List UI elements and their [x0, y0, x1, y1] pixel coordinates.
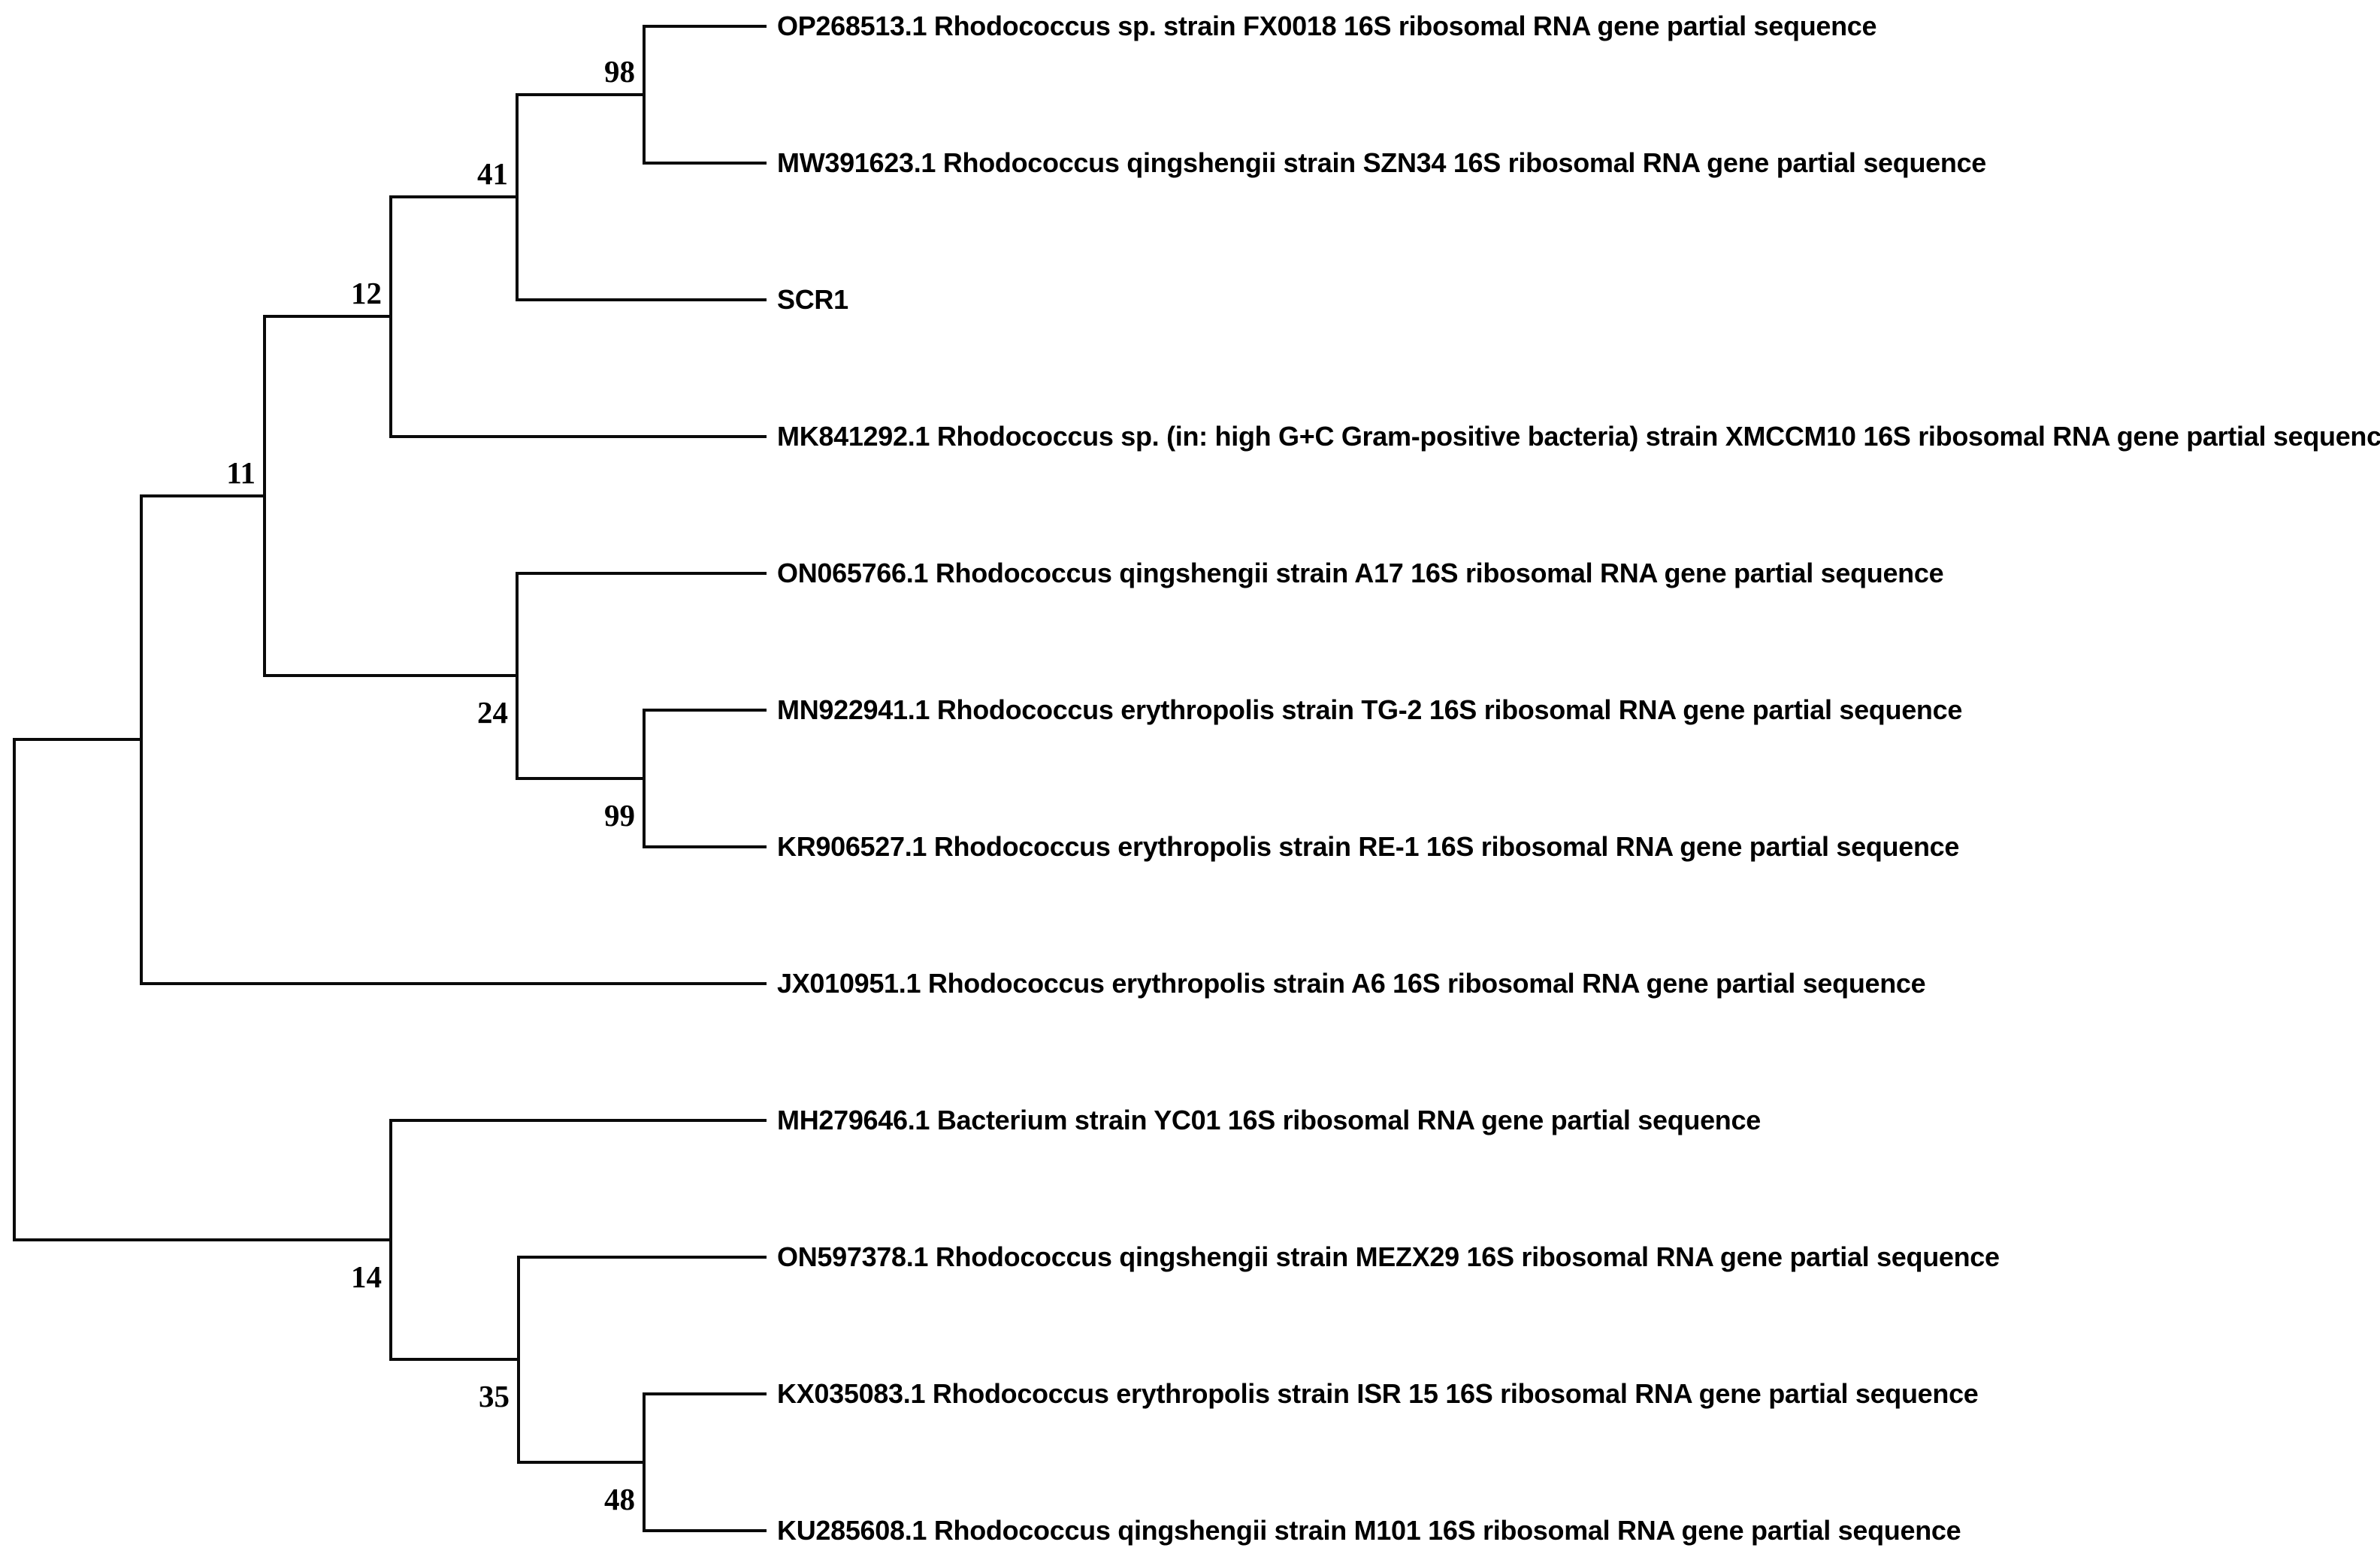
n35-vertical	[517, 1256, 520, 1464]
branch-line-n98-to-OP268513	[644, 25, 767, 28]
bootstrap-value-n12: 12	[351, 276, 382, 310]
taxon-label-KR906527: KR906527.1 Rhodococcus erythropolis stra…	[777, 831, 1960, 862]
branch-line-n12-to-n41	[391, 195, 517, 198]
branch-line-n11-to-n12	[265, 315, 391, 318]
taxon-label-MH279646: MH279646.1 Bacterium strain YC01 16S rib…	[777, 1105, 1761, 1135]
taxon-label-OP268513: OP268513.1 Rhodococcus sp. strain FX0018…	[777, 11, 1877, 41]
bootstrap-value-n35: 35	[479, 1379, 510, 1413]
branch-line-n24-to-ON065766	[517, 572, 767, 575]
branch-line-n41-to-SCR1	[517, 298, 767, 301]
n48-vertical	[643, 1392, 646, 1532]
root-vertical	[13, 738, 16, 1241]
bootstrap-value-n14: 14	[351, 1259, 382, 1294]
branch-line-n99-to-KR906527	[644, 845, 767, 848]
taxon-label-SCR1: SCR1	[777, 284, 848, 315]
n24-vertical	[516, 572, 519, 780]
taxon-label-MN922941: MN922941.1 Rhodococcus erythropolis stra…	[777, 694, 1963, 725]
branch-line-n11-to-n24	[265, 674, 517, 677]
branch-line-upper-to-n11	[141, 494, 265, 497]
n14-vertical	[389, 1119, 392, 1361]
branch-line-n35-to-n48	[519, 1461, 644, 1464]
taxon-label-ON065766: ON065766.1 Rhodococcus qingshengii strai…	[777, 558, 1944, 588]
branch-line-n99-to-MN922941	[644, 709, 767, 712]
branch-line-n48-to-KX035083	[644, 1392, 767, 1395]
branch-line-n41-to-n98	[517, 93, 644, 96]
n11-vertical	[263, 315, 266, 677]
taxon-label-MW391623: MW391623.1 Rhodococcus qingshengii strai…	[777, 147, 1987, 178]
branch-line-n48-to-KU285608	[644, 1529, 767, 1532]
branch-line-n24-to-n99	[517, 777, 644, 780]
branch-line-upper-to-JX010951	[141, 982, 767, 985]
branch-line-n12-to-MK841292	[391, 435, 767, 438]
branch-line-n14-to-n35	[391, 1358, 519, 1361]
n12-vertical	[389, 195, 392, 438]
taxon-label-KU285608: KU285608.1 Rhodococcus qingshengii strai…	[777, 1515, 1961, 1546]
bootstrap-value-n99: 99	[604, 798, 635, 833]
bootstrap-value-n11: 11	[226, 455, 256, 490]
upper-clade-vertical	[140, 494, 143, 985]
branch-line-n98-to-MW391623	[644, 162, 767, 165]
n99-vertical	[643, 709, 646, 848]
n41-vertical	[516, 93, 519, 301]
bootstrap-value-n98: 98	[604, 54, 635, 89]
taxon-label-MK841292: MK841292.1 Rhodococcus sp. (in: high G+C…	[777, 421, 2380, 452]
taxon-label-JX010951: JX010951.1 Rhodococcus erythropolis stra…	[777, 968, 1926, 999]
taxon-label-ON597378: ON597378.1 Rhodococcus qingshengii strai…	[777, 1241, 2000, 1272]
bootstrap-value-n48: 48	[604, 1482, 635, 1516]
branch-line-root-to-n14	[14, 1238, 391, 1241]
n98-vertical	[643, 25, 646, 165]
branch-line-n35-to-ON597378	[519, 1256, 767, 1259]
bootstrap-value-n24: 24	[477, 695, 508, 730]
bootstrap-value-n41: 41	[477, 156, 508, 191]
branch-line-root-to-upper-clade	[14, 738, 141, 741]
taxon-label-KX035083: KX035083.1 Rhodococcus erythropolis stra…	[777, 1378, 1979, 1409]
branch-line-n14-to-MH279646	[391, 1119, 767, 1122]
